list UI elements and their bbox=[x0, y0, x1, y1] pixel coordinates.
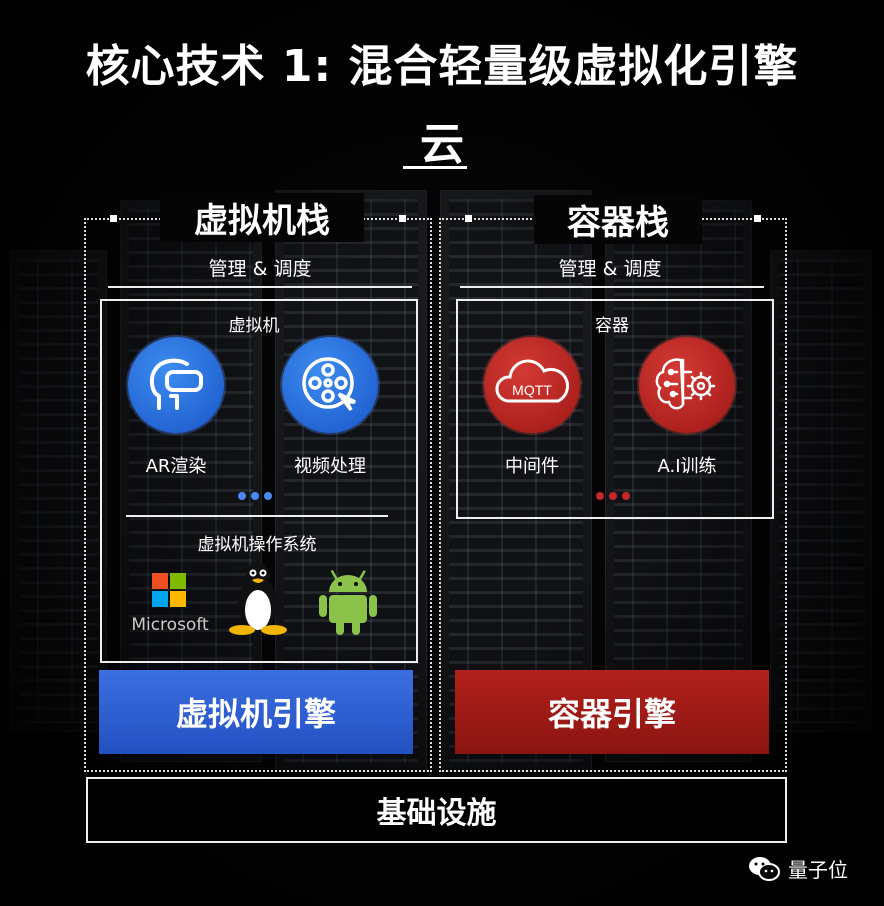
container-more-dots bbox=[596, 492, 630, 500]
film-reel-icon bbox=[282, 337, 378, 433]
container-management-label: 管理 & 调度 bbox=[558, 258, 662, 280]
vm-box bbox=[100, 299, 418, 663]
ai-training-label: A.I训练 bbox=[657, 456, 717, 477]
vm-box-label: 虚拟机 bbox=[228, 316, 280, 336]
vm-more-dots bbox=[238, 492, 272, 500]
brain-gear-icon bbox=[639, 337, 735, 433]
watermark: 量子位 bbox=[748, 854, 848, 883]
microsoft-label: Microsoft bbox=[131, 615, 209, 635]
ar-render-label: AR渲染 bbox=[145, 456, 207, 477]
vm-management-divider bbox=[108, 286, 412, 288]
vm-os-divider bbox=[126, 515, 388, 517]
container-management-divider bbox=[460, 286, 764, 288]
vm-engine-block: 虚拟机引擎 bbox=[99, 670, 413, 754]
mqtt-icon-text: MQTT bbox=[512, 382, 552, 398]
page-title: 核心技术 1: 混合轻量级虚拟化引擎 bbox=[85, 41, 799, 92]
video-processing-label: 视频处理 bbox=[294, 456, 366, 477]
container-box bbox=[456, 299, 774, 519]
cloud-underline bbox=[403, 166, 467, 169]
container-engine-block: 容器引擎 bbox=[455, 670, 769, 754]
cloud-heading: 云 bbox=[420, 119, 464, 170]
vm-stack-title: 虚拟机栈 bbox=[160, 193, 364, 242]
container-stack-title: 容器栈 bbox=[534, 195, 702, 244]
linux-tux-icon bbox=[226, 560, 290, 640]
windows-logo-icon: Microsoft bbox=[128, 573, 212, 637]
container-box-label: 容器 bbox=[595, 316, 629, 336]
watermark-text: 量子位 bbox=[788, 858, 848, 882]
infrastructure-block: 基础设施 bbox=[86, 777, 787, 843]
vm-os-label: 虚拟机操作系统 bbox=[197, 535, 317, 555]
vm-management-label: 管理 & 调度 bbox=[208, 258, 312, 280]
vr-headset-icon bbox=[128, 337, 224, 433]
mqtt-cloud-icon: MQTT bbox=[484, 337, 580, 433]
middleware-label: 中间件 bbox=[505, 456, 559, 477]
android-logo-icon bbox=[317, 566, 379, 640]
wechat-icon bbox=[749, 856, 780, 881]
